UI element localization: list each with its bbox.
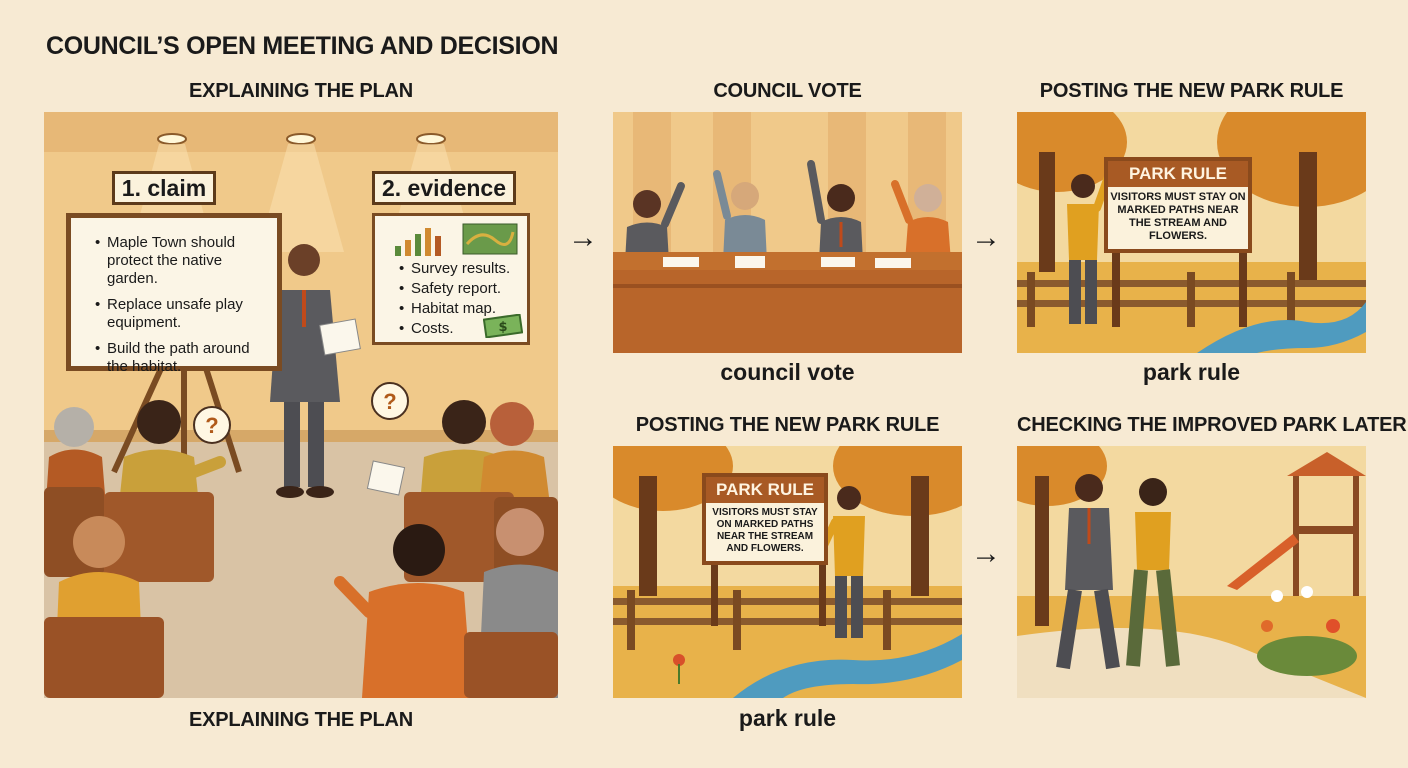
evidence-item: Safety report. <box>399 280 521 298</box>
question-mark: ? <box>205 413 219 438</box>
park-sign-illustration <box>1017 112 1366 353</box>
evidence-item: Survey results. <box>399 260 521 278</box>
explain-panel <box>44 112 558 698</box>
claim-item: Replace unsafe play equipment. <box>95 296 267 332</box>
evidence-item: Habitat map. <box>399 300 521 318</box>
claim-label: 1. claim <box>112 171 216 205</box>
council-vote-illustration <box>613 112 962 353</box>
arrow-icon: → <box>971 221 1001 254</box>
evidence-item: Costs. <box>399 320 521 338</box>
evidence-list: Survey results. Safety report. Habitat m… <box>397 260 521 338</box>
improved-park-illustration <box>1017 446 1366 698</box>
sign-title: PARK RULE <box>706 477 824 503</box>
evidence-board: Survey results. Safety report. Habitat m… <box>372 213 530 345</box>
vote-caption: council vote <box>720 359 855 385</box>
claim-board: Maple Town should protect the native gar… <box>66 213 282 375</box>
sign-text: VISITORS MUST STAY ON MARKED PATHS NEAR … <box>1110 191 1246 242</box>
claim-item: Build the path around the habitat. <box>95 340 267 376</box>
post-top-heading: POSTING THE NEW PARK RULE <box>1039 80 1344 102</box>
claim-list: Maple Town should protect the native gar… <box>93 234 267 376</box>
sign-text: VISITORS MUST STAY ON MARKED PATHS NEAR … <box>712 507 818 554</box>
explain-heading: EXPLAINING THE PLAN <box>189 80 413 102</box>
arrow-icon: → <box>568 221 598 254</box>
svg-text:$: $ <box>498 320 507 335</box>
park-rule-sign: PARK RULE VISITORS MUST STAY ON MARKED P… <box>702 473 828 565</box>
park-rule-sign: PARK RULE VISITORS MUST STAY ON MARKED P… <box>1104 157 1252 253</box>
later-panel <box>1017 446 1366 698</box>
post-top-caption: park rule <box>1142 359 1241 385</box>
question-mark: ? <box>383 389 397 414</box>
arrow-icon: → <box>971 537 1001 570</box>
post-top-panel <box>1017 112 1366 353</box>
evidence-label: 2. evidence <box>372 171 516 205</box>
vote-panel <box>613 112 962 353</box>
money-icon: $ <box>483 314 523 338</box>
bar-chart-icon <box>395 223 518 256</box>
vote-heading: COUNCIL VOTE <box>713 80 862 102</box>
later-heading: CHECKING THE IMPROVED PARK LATER <box>1017 414 1407 436</box>
page-title: COUNCIL’S OPEN MEETING AND DECISION <box>46 32 559 60</box>
explain-caption: EXPLAINING THE PLAN <box>189 709 413 731</box>
post-bottom-heading: POSTING THE NEW PARK RULE <box>635 414 940 436</box>
post-bottom-caption: park rule <box>738 705 837 731</box>
sign-title: PARK RULE <box>1108 161 1248 187</box>
claim-item: Maple Town should protect the native gar… <box>95 234 267 288</box>
meeting-room-illustration <box>44 112 558 698</box>
